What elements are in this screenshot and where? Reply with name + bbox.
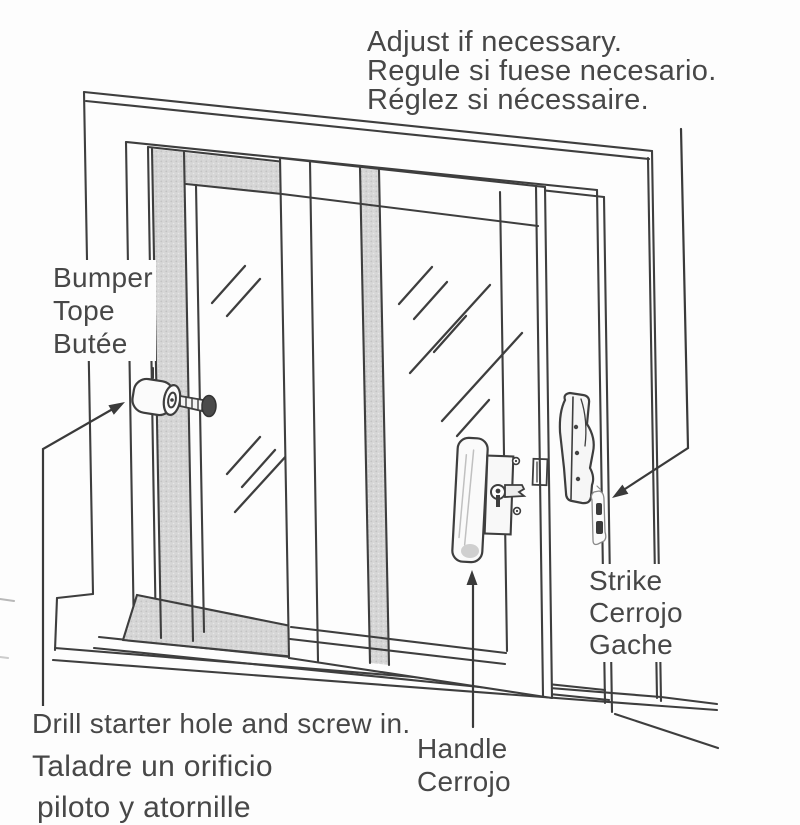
drill-label-en: Drill starter hole and screw in. (29, 706, 414, 741)
latch-hook (504, 484, 527, 498)
drill-label-es-line1: Taladre un orificio (29, 749, 276, 784)
outside-handle-part (558, 391, 595, 505)
front-door-panel (278, 156, 554, 700)
leader-arrows (41, 127, 690, 729)
keyhole (490, 484, 506, 507)
mortise-cutout (531, 457, 549, 487)
strike-label-es: Cerrojo (589, 597, 683, 628)
screw-holes (511, 456, 522, 516)
bumper-label-en: Bumper (53, 262, 153, 293)
drill-label-es-line2: piloto y atornille (37, 791, 251, 824)
instruction-diagram-page: { "labels": { "adjust": { "l1": "Adjust … (0, 27, 720, 824)
handle-part (451, 436, 549, 564)
bumper-label: Bumper Tope Butée (50, 260, 156, 361)
handle-label-es: Cerrojo (417, 766, 511, 797)
sliding-door-diagram (0, 90, 720, 750)
strike-label-en: Strike (589, 565, 663, 596)
adjust-label: Adjust if necessary. Regule si fuese nec… (364, 27, 720, 116)
drill-leader-arrow (41, 408, 113, 712)
handle-label-en: Handle (417, 733, 508, 764)
arrowhead (108, 402, 125, 415)
strike-part (590, 485, 607, 546)
strike-label: Strike Cerrojo Gache (586, 564, 686, 662)
glass-reflection-lines (397, 265, 524, 438)
adjust-label-fr: Réglez si nécessaire. (367, 84, 649, 116)
adjust-label-es: Regule si fuese necesario. (367, 55, 717, 87)
bumper-label-fr: Butée (53, 328, 128, 359)
bumper-label-es: Tope (53, 295, 115, 326)
adjust-label-en: Adjust if necessary. (367, 26, 623, 58)
bumper-part (131, 367, 217, 418)
strike-label-fr: Gache (589, 629, 673, 660)
rear-door-panel (121, 147, 300, 659)
bumper-screw (179, 394, 217, 418)
arrowhead (612, 484, 629, 498)
handle-label: Handle Cerrojo (414, 731, 514, 799)
arrowhead (466, 570, 478, 585)
strike-leader-arrow (623, 127, 690, 491)
